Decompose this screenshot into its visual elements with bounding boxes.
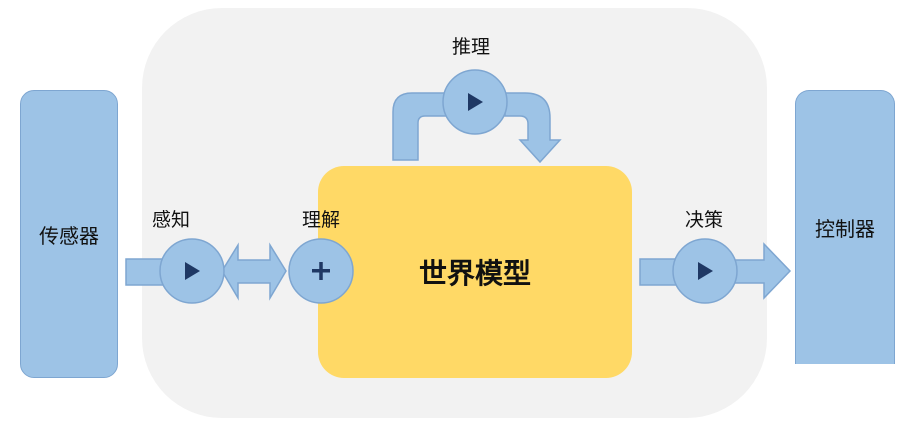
decide-output-arrow	[734, 242, 792, 300]
sensor-box: 传感器	[20, 90, 118, 378]
reason-label: 推理	[452, 36, 491, 58]
decide-node	[672, 238, 738, 304]
controller-box: 控制器	[795, 90, 895, 364]
decide-label: 决策	[685, 209, 724, 231]
plus-icon	[312, 262, 330, 280]
reason-return-arrow	[504, 92, 562, 164]
perceive-node	[159, 238, 225, 304]
understand-label: 理解	[302, 209, 341, 231]
perceive-input-arrow	[125, 258, 167, 286]
play-icon	[185, 262, 200, 280]
reason-node	[442, 69, 508, 135]
reason-loop-arrow	[392, 92, 448, 161]
controller-label: 控制器	[815, 217, 875, 241]
perceive-understand-double-arrow	[221, 242, 287, 301]
perceive-label: 感知	[152, 209, 191, 231]
world-model-box: 世界模型	[318, 166, 632, 378]
world-model-label: 世界模型	[418, 257, 531, 290]
play-icon	[698, 262, 713, 280]
sensor-label: 传感器	[39, 223, 99, 248]
understand-node	[288, 238, 354, 304]
play-icon	[468, 93, 483, 111]
